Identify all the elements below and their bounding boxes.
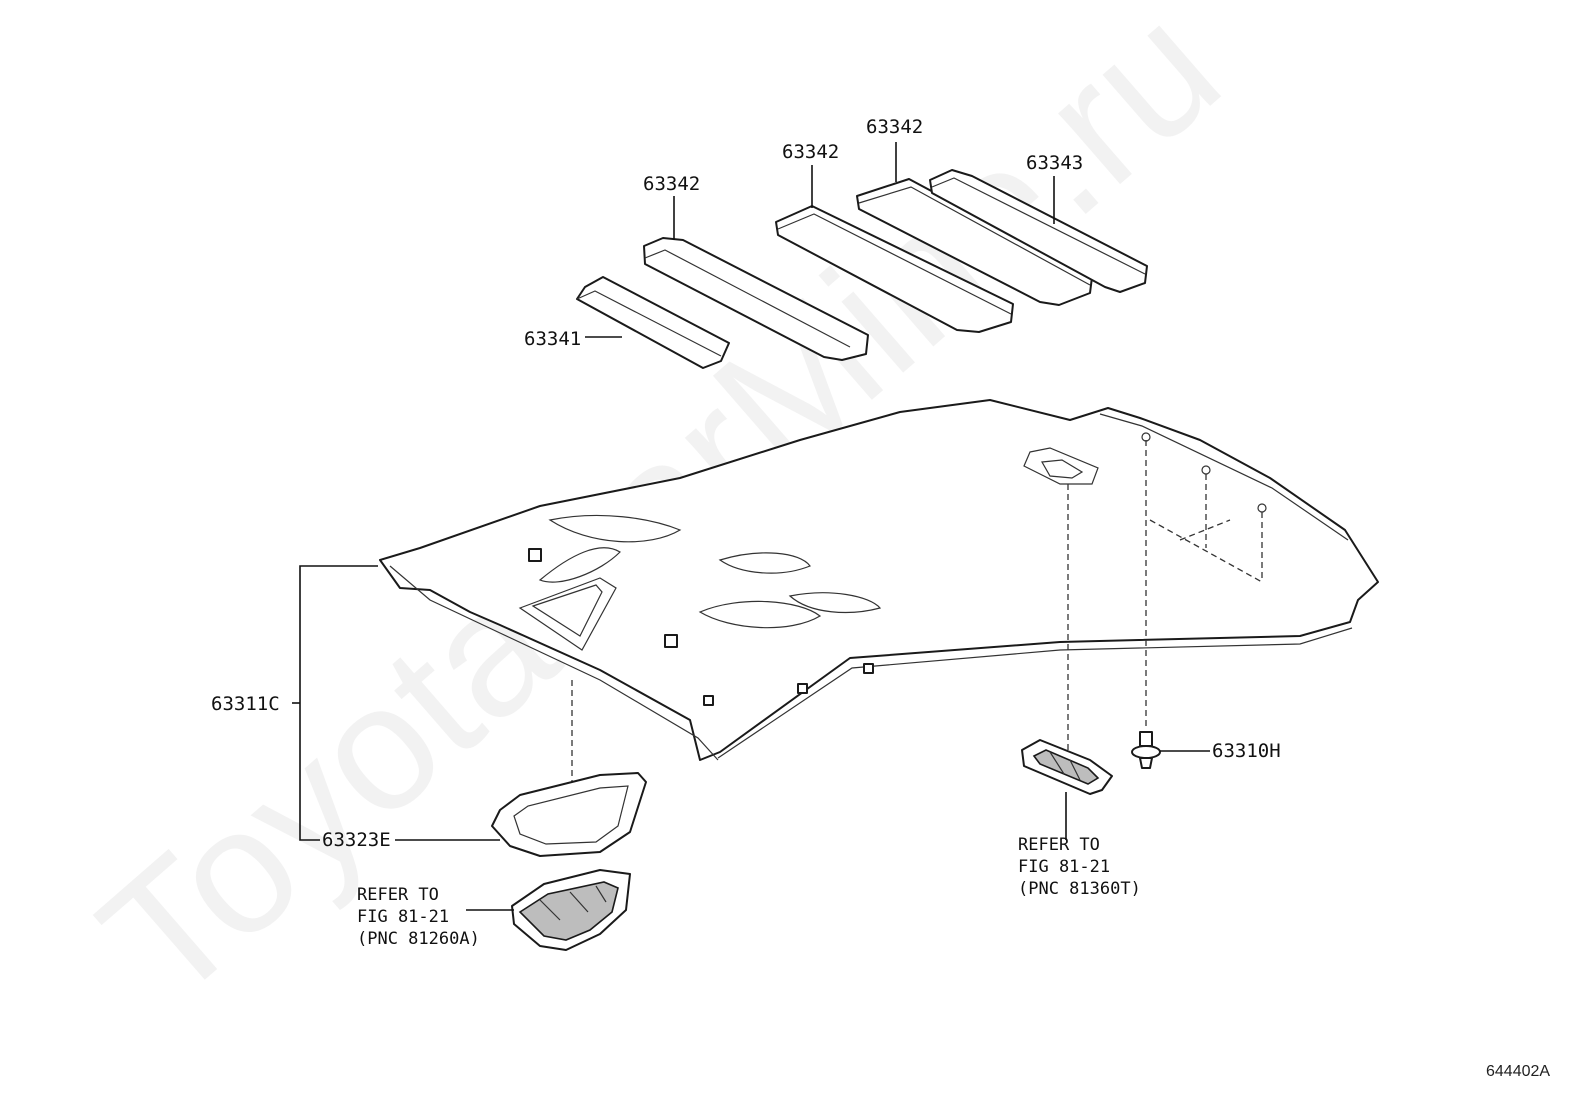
silencer-pad-rear[interactable] bbox=[929, 169, 1148, 293]
front-lamp-assembly[interactable] bbox=[511, 869, 631, 951]
ref-room-line2: FIG 81-21 bbox=[1018, 857, 1110, 877]
label-63310h: 63310H bbox=[1212, 740, 1281, 762]
silencer-pad-front[interactable] bbox=[576, 276, 730, 369]
bezel-part[interactable] bbox=[491, 772, 647, 857]
dash-clip-grid bbox=[1149, 474, 1263, 583]
label-63342-b: 63342 bbox=[782, 141, 839, 163]
label-63341: 63341 bbox=[524, 328, 581, 350]
silencer-pad-second[interactable] bbox=[643, 237, 869, 361]
ref-front-line1: REFER TO bbox=[357, 885, 439, 905]
clip-part[interactable] bbox=[1131, 731, 1161, 769]
ref-front-line3: (PNC 81260A) bbox=[357, 929, 480, 949]
label-63343: 63343 bbox=[1026, 152, 1083, 174]
ref-room-line1: REFER TO bbox=[1018, 835, 1100, 855]
ref-front-line2: FIG 81-21 bbox=[357, 907, 449, 927]
ref-room-line3: (PNC 81360T) bbox=[1018, 879, 1141, 899]
label-63311c: 63311C bbox=[211, 693, 280, 715]
label-63342-c: 63342 bbox=[866, 116, 923, 138]
figure-code: 644402A bbox=[1486, 1063, 1550, 1080]
label-63342-a: 63342 bbox=[643, 173, 700, 195]
room-lamp-assembly[interactable] bbox=[1021, 739, 1113, 795]
headlining-roof[interactable] bbox=[379, 399, 1379, 761]
silencer-pad-third[interactable] bbox=[775, 205, 1014, 333]
label-63323e: 63323E bbox=[322, 829, 391, 851]
